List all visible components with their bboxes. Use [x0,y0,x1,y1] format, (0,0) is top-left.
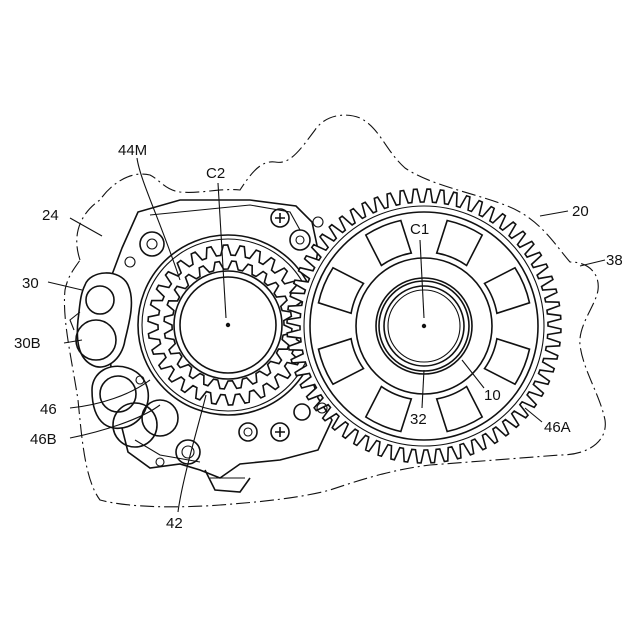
c1-center-dot [422,324,426,328]
label-30: 30 [22,275,39,292]
label-46a: 46A [544,419,571,436]
label-c2: C2 [206,165,225,182]
label-38: 38 [606,252,623,269]
label-42: 42 [166,515,183,532]
label-32: 32 [410,411,427,428]
label-24: 24 [42,207,59,224]
label-10: 10 [484,387,501,404]
c2-center-dot [226,323,230,327]
label-c1: C1 [410,221,429,238]
label-44m: 44M [118,142,147,159]
label-46b: 46B [30,431,57,448]
motor-30 [70,273,131,367]
worm-46 [92,366,178,447]
label-46: 46 [40,401,57,418]
label-30b: 30B [14,335,41,352]
small-gear-44m [138,235,318,415]
label-20: 20 [572,203,589,220]
